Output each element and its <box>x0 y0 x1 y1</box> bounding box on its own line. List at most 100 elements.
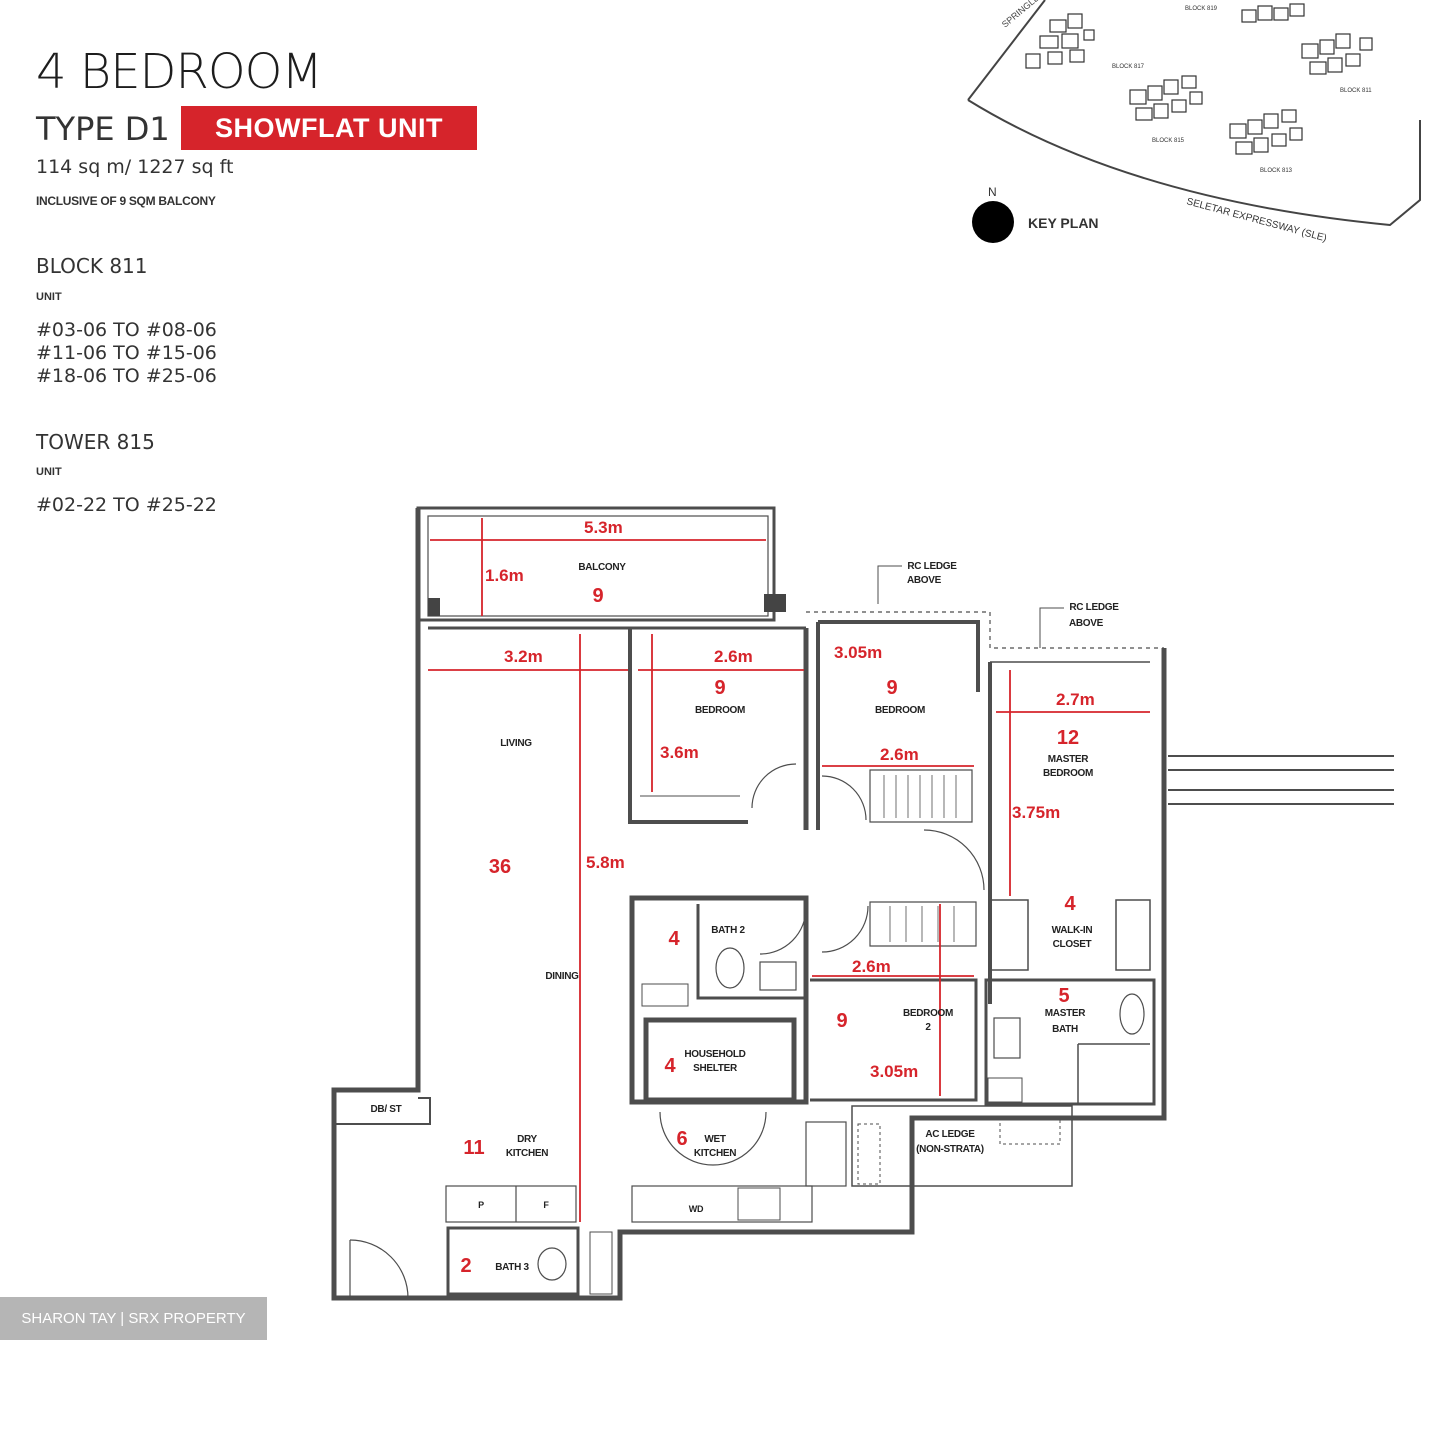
bath3-shower <box>589 1231 613 1295</box>
label-counter-f: F <box>543 1200 549 1210</box>
label-master-2: BEDROOM <box>1043 768 1093 779</box>
master-bath-basin <box>993 1017 1021 1059</box>
wardrobe-2-hatch <box>889 906 955 942</box>
dim-master-w: 2.7m <box>1056 690 1095 709</box>
label-dining: DINING <box>545 971 579 982</box>
label-balcony: BALCONY <box>578 562 626 573</box>
unit-label: UNIT <box>36 466 62 478</box>
bedroom2-wall <box>810 978 978 1102</box>
master-bath-shower-screen <box>1077 1043 1150 1104</box>
area-balcony: 9 <box>592 585 603 607</box>
dim-bed-b-l: 2.6m <box>880 745 919 764</box>
label-counter-p: P <box>478 1200 484 1210</box>
balcony-inner <box>427 515 769 617</box>
key-block-label: BLOCK 819 <box>1185 6 1218 12</box>
label-bath3: BATH 3 <box>495 1262 529 1273</box>
unit-range: #18-06 TO #25-06 <box>36 365 217 387</box>
dim-master-l: 3.75m <box>1012 803 1060 822</box>
label-rc-ledge-2b: ABOVE <box>1069 618 1104 629</box>
key-plan-label: KEY PLAN <box>1028 215 1099 231</box>
label-bedroom-b: BEDROOM <box>875 705 925 716</box>
label-counter-wd: WD <box>689 1204 704 1214</box>
label-wet-kitchen-2: KITCHEN <box>694 1148 736 1159</box>
area-bedroom-b: 9 <box>886 677 897 699</box>
area-walkin: 4 <box>1064 893 1076 915</box>
walkin-wardrobe-left <box>989 899 1029 971</box>
wardrobe-b <box>869 769 973 823</box>
north-arrow-icon <box>972 201 1014 243</box>
key-block-label: BLOCK 813 <box>1260 168 1293 174</box>
label-db-st: DB/ ST <box>371 1104 402 1115</box>
label-master-bath-2: BATH <box>1052 1024 1078 1035</box>
label-bath2: BATH 2 <box>711 925 745 936</box>
area-bedroom-a: 9 <box>714 677 725 699</box>
fridge <box>805 1121 847 1187</box>
bath2-basin <box>759 961 797 991</box>
door-swing <box>821 775 867 821</box>
label-rc-ledge-2a: RC LEDGE <box>1069 602 1119 613</box>
label-shelter-1: HOUSEHOLD <box>684 1049 745 1060</box>
unit-area: 114 sq m/ 1227 sq ft <box>36 156 234 178</box>
dim-living-l: 5.8m <box>586 853 625 872</box>
ac-unit <box>857 1123 881 1185</box>
dim-balcony-d: 1.6m <box>485 566 524 585</box>
area-bath2: 4 <box>668 928 680 950</box>
ac-unit <box>999 1119 1061 1145</box>
label-walkin-2: CLOSET <box>1053 939 1092 950</box>
key-block-label: BLOCK 817 <box>1112 64 1145 70</box>
area-master-bath: 5 <box>1058 985 1069 1007</box>
label-ac-ledge-1: AC LEDGE <box>925 1129 975 1140</box>
bath3-wc <box>537 1247 567 1281</box>
exterior-wall <box>331 508 1167 1301</box>
label-walkin-1: WALK-IN <box>1052 925 1093 936</box>
door-swing <box>821 905 869 953</box>
bath2-shelter-block <box>629 895 809 1105</box>
master-bath-shower <box>987 1077 1023 1103</box>
door-swing <box>923 829 985 891</box>
master-bath-wc <box>1119 993 1145 1035</box>
bath2-wc <box>715 947 745 989</box>
block-name: BLOCK 811 <box>36 254 148 278</box>
wet-kitchen-counter <box>631 1185 813 1223</box>
dim-bed-a-w: 2.6m <box>714 647 753 666</box>
label-rc-ledge-1a: RC LEDGE <box>907 561 957 572</box>
key-plan: SPRINGLEAF BLOCK 819 BLOCK 817 BLOCK 811… <box>967 0 1421 244</box>
label-dry-kitchen-2: KITCHEN <box>506 1148 548 1159</box>
watermark: SHARON TAY | SRX PROPERTY <box>0 1297 267 1340</box>
key-block-label: BLOCK 811 <box>1340 88 1372 94</box>
site-blocks <box>1025 3 1373 155</box>
area-wet-kitchen: 6 <box>676 1128 687 1150</box>
label-wet-kitchen-1: WET <box>704 1134 726 1145</box>
walkin-wardrobe-right <box>1115 899 1151 971</box>
bath2-shower <box>641 983 689 1007</box>
area-bedroom2: 9 <box>836 1010 847 1032</box>
unit-type: TYPE D1 <box>36 110 170 148</box>
hob-icon <box>737 1187 781 1221</box>
dry-kitchen-counter <box>445 1185 577 1223</box>
label-bedroom2-1: BEDROOM <box>903 1008 953 1019</box>
area-bath3: 2 <box>460 1255 471 1277</box>
dim-living-w: 3.2m <box>504 647 543 666</box>
unit-label: UNIT <box>36 291 62 303</box>
shelter-wall <box>643 1017 797 1103</box>
door-swing <box>751 763 797 809</box>
master-bath-wall <box>984 978 1156 1106</box>
leader-line <box>877 565 902 604</box>
unit-range: #11-06 TO #15-06 <box>36 342 217 364</box>
rc-ledge-outline <box>806 611 1164 649</box>
column <box>428 598 440 616</box>
area-dry-kitchen: 11 <box>463 1137 484 1159</box>
label-bedroom-a: BEDROOM <box>695 705 745 716</box>
label-living: LIVING <box>500 738 532 749</box>
dim-balcony-w: 5.3m <box>584 518 623 537</box>
north-label: N <box>988 185 997 199</box>
area-living: 36 <box>489 856 511 878</box>
db-store-wall <box>334 1097 431 1125</box>
unit-range: #03-06 TO #08-06 <box>36 319 217 341</box>
key-block-label: BLOCK 815 <box>1152 138 1185 144</box>
page-title: 4 BEDROOM <box>36 44 323 100</box>
label-bedroom2-2: 2 <box>925 1022 931 1033</box>
wardrobe-b-hatch <box>883 775 957 818</box>
balcony-note: INCLUSIVE OF 9 SQM BALCONY <box>36 194 216 208</box>
